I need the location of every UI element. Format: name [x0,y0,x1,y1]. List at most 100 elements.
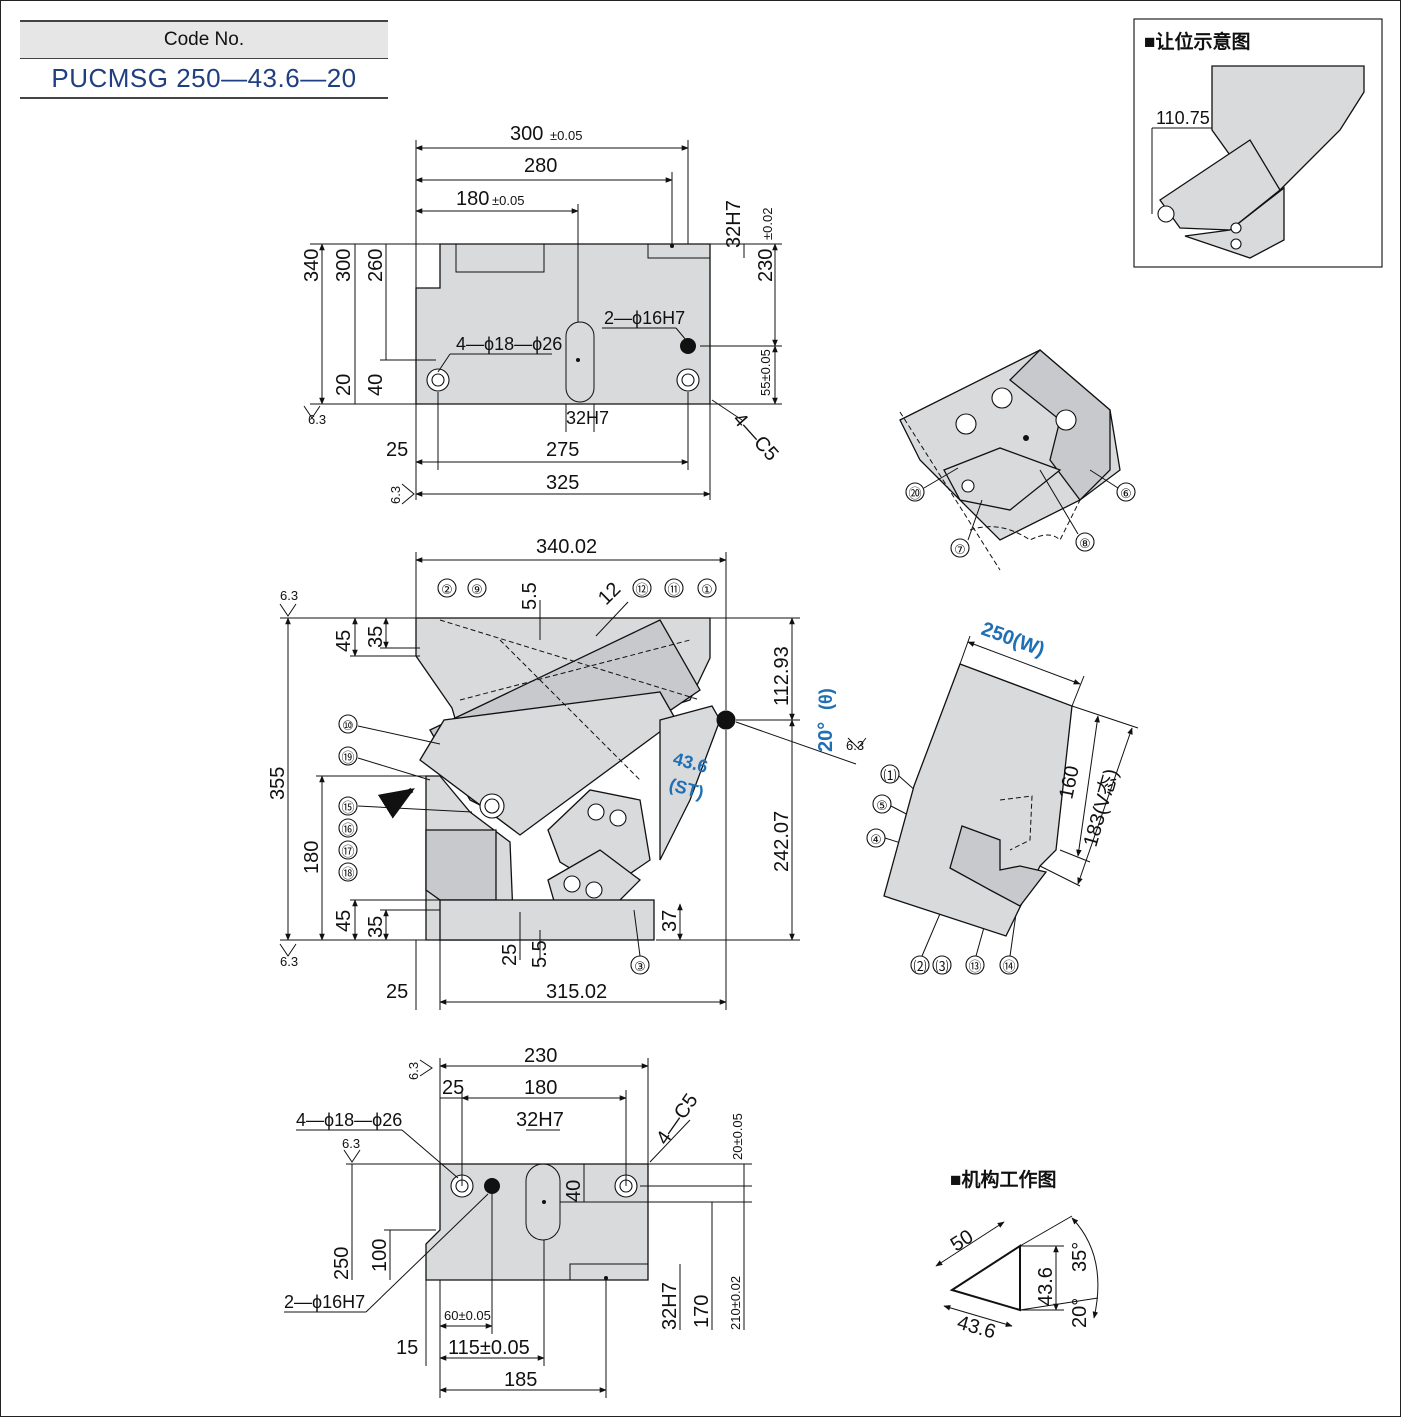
width-250w: 250(W) [978,618,1047,661]
svg-text:⑵: ⑵ [913,959,926,974]
dim-230-tol: ±0.02 [760,208,775,240]
dim-20-top: 20 [333,374,355,396]
dim-230-bottom: 230 [524,1045,557,1067]
balloon-part-19: ⑲ [338,746,358,766]
balloon-part-15: ⑮ [338,796,358,816]
roughness-front-1: 6.3 [280,588,298,603]
balloon-part-20: ⑳ [905,482,925,502]
isometric-detail [899,349,1121,571]
dim-40-bottom: 40 [563,1180,585,1202]
dim-170: 170 [691,1295,713,1328]
roughness-bottom-2: 6.3 [342,1136,360,1151]
dim-280: 280 [524,155,557,177]
mech-angle-35: 35° [1069,1242,1091,1272]
roughness-top-1: 6.3 [308,412,326,427]
svg-text:⑤: ⑤ [876,798,888,813]
dim-12: 12 [594,578,625,609]
side-view: 250(W) 160 183(V态) [883,618,1139,937]
dim-37: 37 [659,910,681,932]
bottom-view: 230 25 180 32H7 4—C5 20±0.05 40 32H7 170… [284,1045,752,1398]
dim-210: 210±0.02 [728,1276,743,1330]
front-view: 340.02 5.5 12 112.93 242.07 20° (θ) 6.3 … [267,536,867,1010]
svg-text:⑲: ⑲ [341,750,354,765]
roughness-top-2: 6.3 [388,486,403,504]
balloon-part-2: ② [437,578,457,598]
dim-242-07: 242.07 [771,811,793,872]
dim-25-front: 25 [499,944,521,966]
chamfer-c5-bottom: 4—C5 [652,1090,703,1149]
dim-250-bottom: 250 [331,1247,353,1280]
dim-180-bottom: 180 [524,1077,557,1099]
dim-25-front-bottom: 25 [386,981,408,1003]
inset-mechanism-title: ■机构工作图 [950,1168,1056,1191]
mech-dim-50: 50 [947,1226,978,1257]
chamfer-c5-top: 4—C5 [728,409,782,466]
dim-25-bottom: 25 [442,1077,464,1099]
svg-text:⑭: ⑭ [1002,959,1015,974]
balloon-part-18: ⑱ [338,862,358,882]
mech-angle-20: 20° [1069,1298,1091,1328]
svg-text:⑱: ⑱ [341,866,354,881]
balloon-part-17: ⑰ [338,840,358,860]
balloon-part-10: ⑩ [338,714,358,734]
dim-20-bottom: 20±0.05 [730,1113,745,1160]
svg-text:⑳: ⑳ [908,486,921,501]
svg-text:①: ① [701,582,713,597]
dim-32h7-slot: 32H7 [566,408,609,428]
balloon-part-11: ⑪ [664,578,684,598]
top-view: 300 ±0.05 280 180 ±0.05 32H7 230 ±0.02 5… [301,123,783,505]
balloon-part-22: ⑵ [910,955,930,975]
inset-clearance-title: ■让位示意图 [1144,30,1250,53]
balloon-part-1: ① [697,578,717,598]
balloon-part-14: ⑭ [999,955,1019,975]
dim-100: 100 [369,1239,391,1272]
svg-text:⑧: ⑧ [1079,536,1091,551]
hole-spec-4-bottom: 4—ϕ18—ϕ26 [296,1110,402,1130]
svg-text:④: ④ [870,832,882,847]
dim-45-bottom: 45 [333,910,355,932]
balloon-part-3: ③ [630,955,650,975]
dim-35-top: 35 [365,626,387,648]
dim-5-5-top: 5.5 [519,582,541,610]
dim-185: 185 [504,1369,537,1391]
dim-40-top: 40 [365,374,387,396]
hole-spec-2: 2—ϕ16H7 [604,308,685,328]
roughness-front-r: 6.3 [846,738,864,753]
dim-180-tol: ±0.05 [492,193,524,208]
dim-300-tol: ±0.05 [550,128,582,143]
svg-text:⑰: ⑰ [341,844,354,859]
svg-text:⑦: ⑦ [954,542,966,557]
balloon-part-5: ⑤ [872,794,892,814]
dim-25-top: 25 [386,439,408,461]
inset-clearance-diagram: ■让位示意图 110.75 [1133,18,1383,268]
roughness-bottom-1: 6.3 [406,1062,421,1080]
angle-20: 20° [815,722,837,752]
inset-clearance-dim: 110.75 [1156,108,1210,128]
svg-text:⑴: ⑴ [883,768,896,783]
dim-260: 260 [365,249,387,282]
dim-60: 60±0.05 [444,1308,491,1323]
svg-text:③: ③ [634,959,646,974]
balloon-part-6: ⑥ [1116,482,1136,502]
hole-spec-4: 4—ϕ18—ϕ26 [456,334,562,354]
code-number-box: Code No. PUCMSG 250—43.6—20 [20,20,388,99]
balloon-part-9: ⑨ [467,578,487,598]
balloon-part-7: ⑦ [950,538,970,558]
code-number-header: Code No. [20,20,388,59]
dim-5-5-bottom: 5.5 [529,940,551,968]
balloon-part-12: ⑫ [632,578,652,598]
svg-text:⑯: ⑯ [341,822,354,837]
dim-315-02: 315.02 [546,981,607,1003]
balloon-part-13: ⑬ [965,955,985,975]
svg-text:⑨: ⑨ [471,582,483,597]
dim-300-vert: 300 [333,249,355,282]
balloon-part-23: ⑶ [932,955,952,975]
svg-text:⑬: ⑬ [968,959,981,974]
svg-text:⑩: ⑩ [342,718,354,733]
balloon-part-16: ⑯ [338,818,358,838]
code-number-value: PUCMSG 250—43.6—20 [20,59,388,99]
mech-dim-43-6-h: 43.6 [955,1312,998,1344]
mech-dim-43-6-v: 43.6 [1035,1267,1057,1306]
dim-55: 55±0.05 [758,349,773,396]
